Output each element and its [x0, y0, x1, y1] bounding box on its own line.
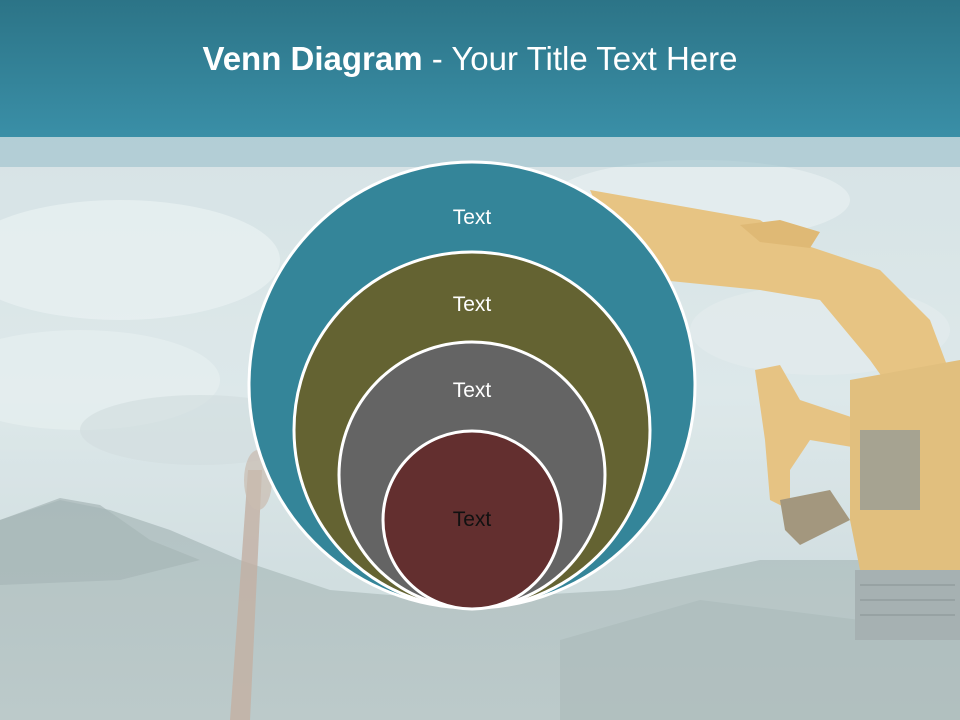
outer-circle-label: Text [453, 206, 492, 229]
title-rest: - Your Title Text Here [422, 40, 738, 77]
third-circle-label: Text [453, 379, 492, 402]
title-bar [0, 0, 960, 137]
slide-title: Venn Diagram - Your Title Text Here [0, 40, 940, 78]
inner-circle-label: Text [453, 508, 492, 531]
second-circle-label: Text [453, 293, 492, 316]
title-bold: Venn Diagram [202, 40, 423, 77]
inner-circle[interactable] [381, 429, 563, 611]
